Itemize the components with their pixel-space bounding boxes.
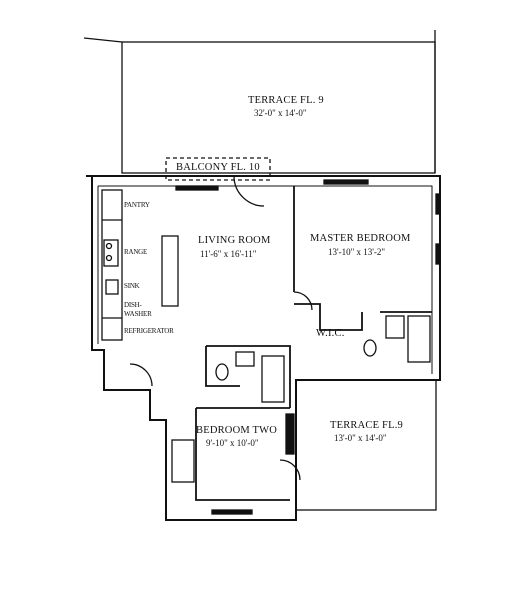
terrace-right-dims: 13'-0" x 14'-0" [334,433,387,443]
living-room-dims: 11'-6" x 16'-11" [200,249,257,259]
terrace-top-name: TERRACE FL. 9 [248,95,324,106]
kitchen-range-label: RANGE [124,248,148,256]
closet [171,439,195,483]
living-room-name: LIVING ROOM [198,235,271,246]
door-swing [129,363,153,387]
wic-name: W.I.C. [316,328,345,339]
door-swing [279,459,301,481]
range-burner [105,242,113,250]
door-swing [233,175,265,207]
kitchen-dishwasher-label-1: DISH- [124,301,142,309]
kitchen-sink-label: SINK [124,282,140,290]
living-master-wall [293,186,432,331]
terrace-top-left-wall [83,37,123,43]
toilet [363,339,377,357]
bathtub [407,315,431,363]
bath-wall [205,345,291,408]
window [323,179,369,185]
toilet [215,363,229,381]
bedroom-two-name: BEDROOM TWO [196,425,278,436]
kitchen-island [161,235,179,307]
kitchen-pantry-label: PANTRY [124,201,150,209]
window [435,243,441,265]
range-burner [105,254,113,262]
master-bedroom-name: MASTER BEDROOM [310,233,411,244]
terrace-right-outline [295,379,437,511]
bath-sink [235,351,255,367]
window [285,413,295,455]
kitchen-counter [101,189,123,341]
sink-box [105,279,119,295]
balcony-outline [165,157,271,181]
kitchen-dishwasher-label-2: WASHER [124,310,152,318]
terrace-right-name: TERRACE FL.9 [330,420,403,431]
master-bedroom-dims: 13'-10" x 13'-2" [328,247,386,257]
door-swing [293,291,313,311]
bathtub [261,355,285,403]
exterior-wall [86,175,441,521]
kitchen-refrigerator-label: REFRIGERATOR [124,327,174,335]
bedroom-two-wall [195,407,290,501]
terrace-top-dims: 32'-0" x 14'-0" [254,108,307,118]
window [175,185,219,191]
window [435,193,441,215]
vanity [385,315,405,339]
range-box [103,239,119,267]
balcony-name: BALCONY FL. 10 [176,162,260,173]
window [211,509,253,515]
bedroom-two-dims: 9'-10" x 10'-0" [206,438,259,448]
